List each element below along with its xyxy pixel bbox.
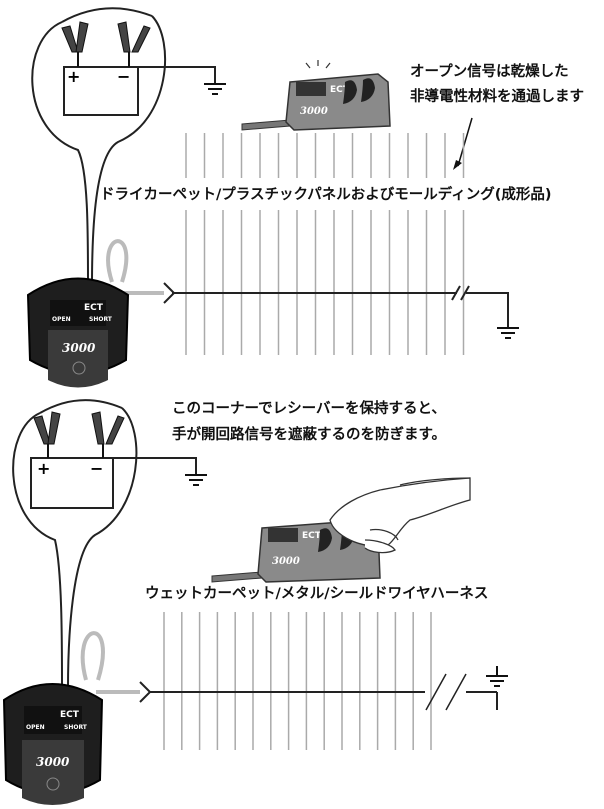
transmitter-bottom-model: 3000 [36, 755, 70, 769]
wet-material-label: ウェットカーペット/メタル/シールドワイヤハーネス [145, 586, 489, 602]
receiver-top-brand: ECT [330, 85, 350, 95]
dry-material-lines [185, 133, 465, 355]
open-signal-note-line2: 非導電性材料を通過します [410, 89, 584, 105]
ground-wire-battery-b [113, 457, 197, 474]
cable-right-b [67, 407, 138, 689]
hand-note: このコーナーでレシーバーを保持すると、 手が開回路信号を遮蔽するのを防ぎます。 [172, 396, 446, 448]
open-signal-note: オープン信号は乾燥した 非導電性材料を通過します [410, 60, 584, 110]
cable-right [91, 15, 167, 286]
transmitter-bottom-short: SHORT [64, 724, 88, 731]
transmitter-top-open: OPEN [52, 316, 71, 323]
dry-material-label: ドライカーペット/プラスチックパネルおよびモールディング(成形品) [100, 187, 552, 203]
ground-wire-top [466, 292, 509, 327]
battery [63, 66, 139, 116]
receiver-bottom-model: 3000 [272, 556, 300, 567]
wet-material-lines [163, 612, 432, 750]
clamp-negative-b [91, 411, 125, 458]
battery-minus: − [117, 67, 130, 86]
transmitter-bottom: ECT OPEN SHORT 3000 [2, 683, 104, 805]
transmitter-top-short: SHORT [89, 316, 113, 323]
cable-top-arc-b [39, 399, 123, 414]
open-signal-note-line1: オープン信号は乾燥した [410, 64, 569, 80]
transmitter-top: ECT OPEN SHORT 3000 [26, 277, 130, 388]
transmitter-bottom-brand: ECT [60, 710, 80, 720]
battery-b-plus: + [37, 459, 50, 478]
transmitter-bottom-open: OPEN [26, 724, 45, 731]
transmitter-top-model: 3000 [62, 341, 96, 355]
transmitter-top-brand: ECT [84, 303, 104, 313]
ground-symbol-bottom [486, 666, 508, 687]
battery-plus: + [67, 67, 80, 86]
probe-cable-top [106, 239, 129, 283]
cable-top-arc [61, 7, 153, 23]
ground-symbol-battery [204, 83, 226, 95]
arrow-to-material-top [457, 117, 473, 167]
probe-cable-bottom [80, 631, 105, 681]
cable-left-b [12, 412, 63, 689]
bottom-panel: + − ECT 3000 [2, 399, 508, 805]
hand-note-line2: 手が開回路信号を遮蔽するのを防ぎます。 [172, 427, 447, 443]
signal-arrow-top [163, 282, 176, 304]
battery-b [30, 457, 114, 509]
ground-symbol-battery-b [185, 474, 207, 486]
ground-wire-battery [138, 66, 216, 83]
hand-illustration [329, 477, 471, 554]
clamp-positive [61, 21, 89, 67]
clamp-negative [117, 21, 151, 67]
signal-arrow-bottom [139, 681, 152, 703]
clamp-positive-b [33, 411, 61, 458]
ground-symbol-top [497, 327, 519, 339]
receiver-top: ECT 3000 [241, 60, 391, 131]
receiver-top-model: 3000 [300, 106, 328, 117]
cable-left [31, 21, 89, 286]
top-panel: + − ECT 3000 [26, 7, 519, 388]
hand-note-line1: このコーナーでレシーバーを保持すると、 [172, 401, 446, 417]
battery-b-minus: − [90, 459, 103, 478]
receiver-bottom-brand: ECT [302, 531, 322, 541]
arrow-head-top [453, 160, 462, 170]
